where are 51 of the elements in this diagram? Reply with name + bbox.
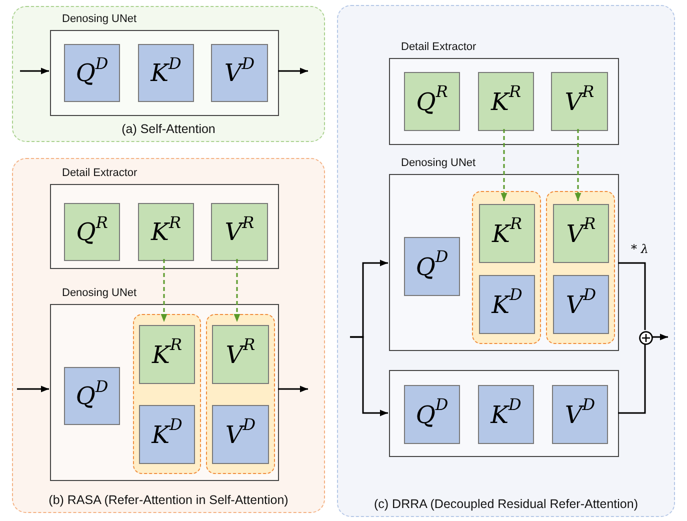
- connector-line: [618, 262, 646, 330]
- panel-caption: (b) RASA (Refer-Attention in Self-Attention): [48, 493, 290, 507]
- arrow: [17, 386, 49, 392]
- matrix-block: Q$^{D}$: [404, 237, 460, 296]
- dashed-arrow: [500, 129, 508, 201]
- module-heading: Denosing UNet: [62, 13, 137, 25]
- matrix-block: V$^{D}$: [552, 385, 608, 444]
- matrix-block: K$^{D}$: [479, 275, 535, 334]
- matrix-block: K$^{D}$: [478, 385, 534, 444]
- matrix-block: K$^{D}$: [138, 44, 194, 102]
- dashed-panel: [12, 6, 325, 142]
- dashed-panel: [337, 5, 675, 517]
- panel-caption: (c) DRRA (Decoupled Residual Refer-Attention): [373, 497, 639, 511]
- module-heading: Denosing UNet: [401, 157, 476, 169]
- matrix-block: K$^{R}$: [139, 325, 195, 384]
- module-heading: Denosing UNet: [62, 287, 137, 299]
- sum-circle: [639, 331, 653, 345]
- matrix-block: Q$^{D}$: [64, 44, 120, 102]
- matrix-block: Q$^{R}$: [404, 72, 460, 131]
- matrix-block: Q$^{D}$: [64, 367, 120, 425]
- edge-label: * λ: [630, 242, 650, 256]
- dashed-arrow: [160, 259, 168, 322]
- matrix-block: V$^{R}$: [212, 325, 269, 384]
- module-heading: Detail Extractor: [62, 167, 138, 179]
- matrix-block: V$^{D}$: [211, 44, 268, 102]
- dashed-group: [206, 314, 275, 474]
- panel-caption: (a) Self-Attention: [120, 122, 216, 136]
- arrow: [652, 334, 668, 340]
- matrix-block: V$^{D}$: [553, 275, 609, 334]
- dashed-arrow: [574, 129, 582, 201]
- matrix-block: V$^{R}$: [551, 72, 608, 131]
- matrix-block: K$^{R}$: [138, 203, 194, 261]
- matrix-block: K$^{D}$: [139, 405, 195, 464]
- dashed-group: [133, 314, 201, 474]
- module-heading: Detail Extractor: [401, 41, 476, 53]
- matrix-block: Q$^{R}$: [64, 203, 120, 261]
- matrix-block: K$^{R}$: [479, 204, 535, 263]
- arrow: [278, 68, 308, 74]
- arrow: [278, 386, 308, 392]
- connector-line: [618, 344, 646, 414]
- dashed-group: [472, 191, 541, 344]
- matrix-block: K$^{R}$: [478, 72, 534, 131]
- dashed-group: [546, 191, 615, 344]
- matrix-block: V$^{R}$: [553, 204, 609, 263]
- matrix-block: Q$^{D}$: [404, 385, 460, 444]
- matrix-block: V$^{D}$: [212, 405, 269, 464]
- arrow: [350, 336, 388, 416]
- matrix-block: V$^{R}$: [211, 203, 268, 261]
- dashed-panel: [12, 158, 325, 513]
- dashed-arrow: [234, 259, 240, 322]
- arrow: [20, 68, 49, 74]
